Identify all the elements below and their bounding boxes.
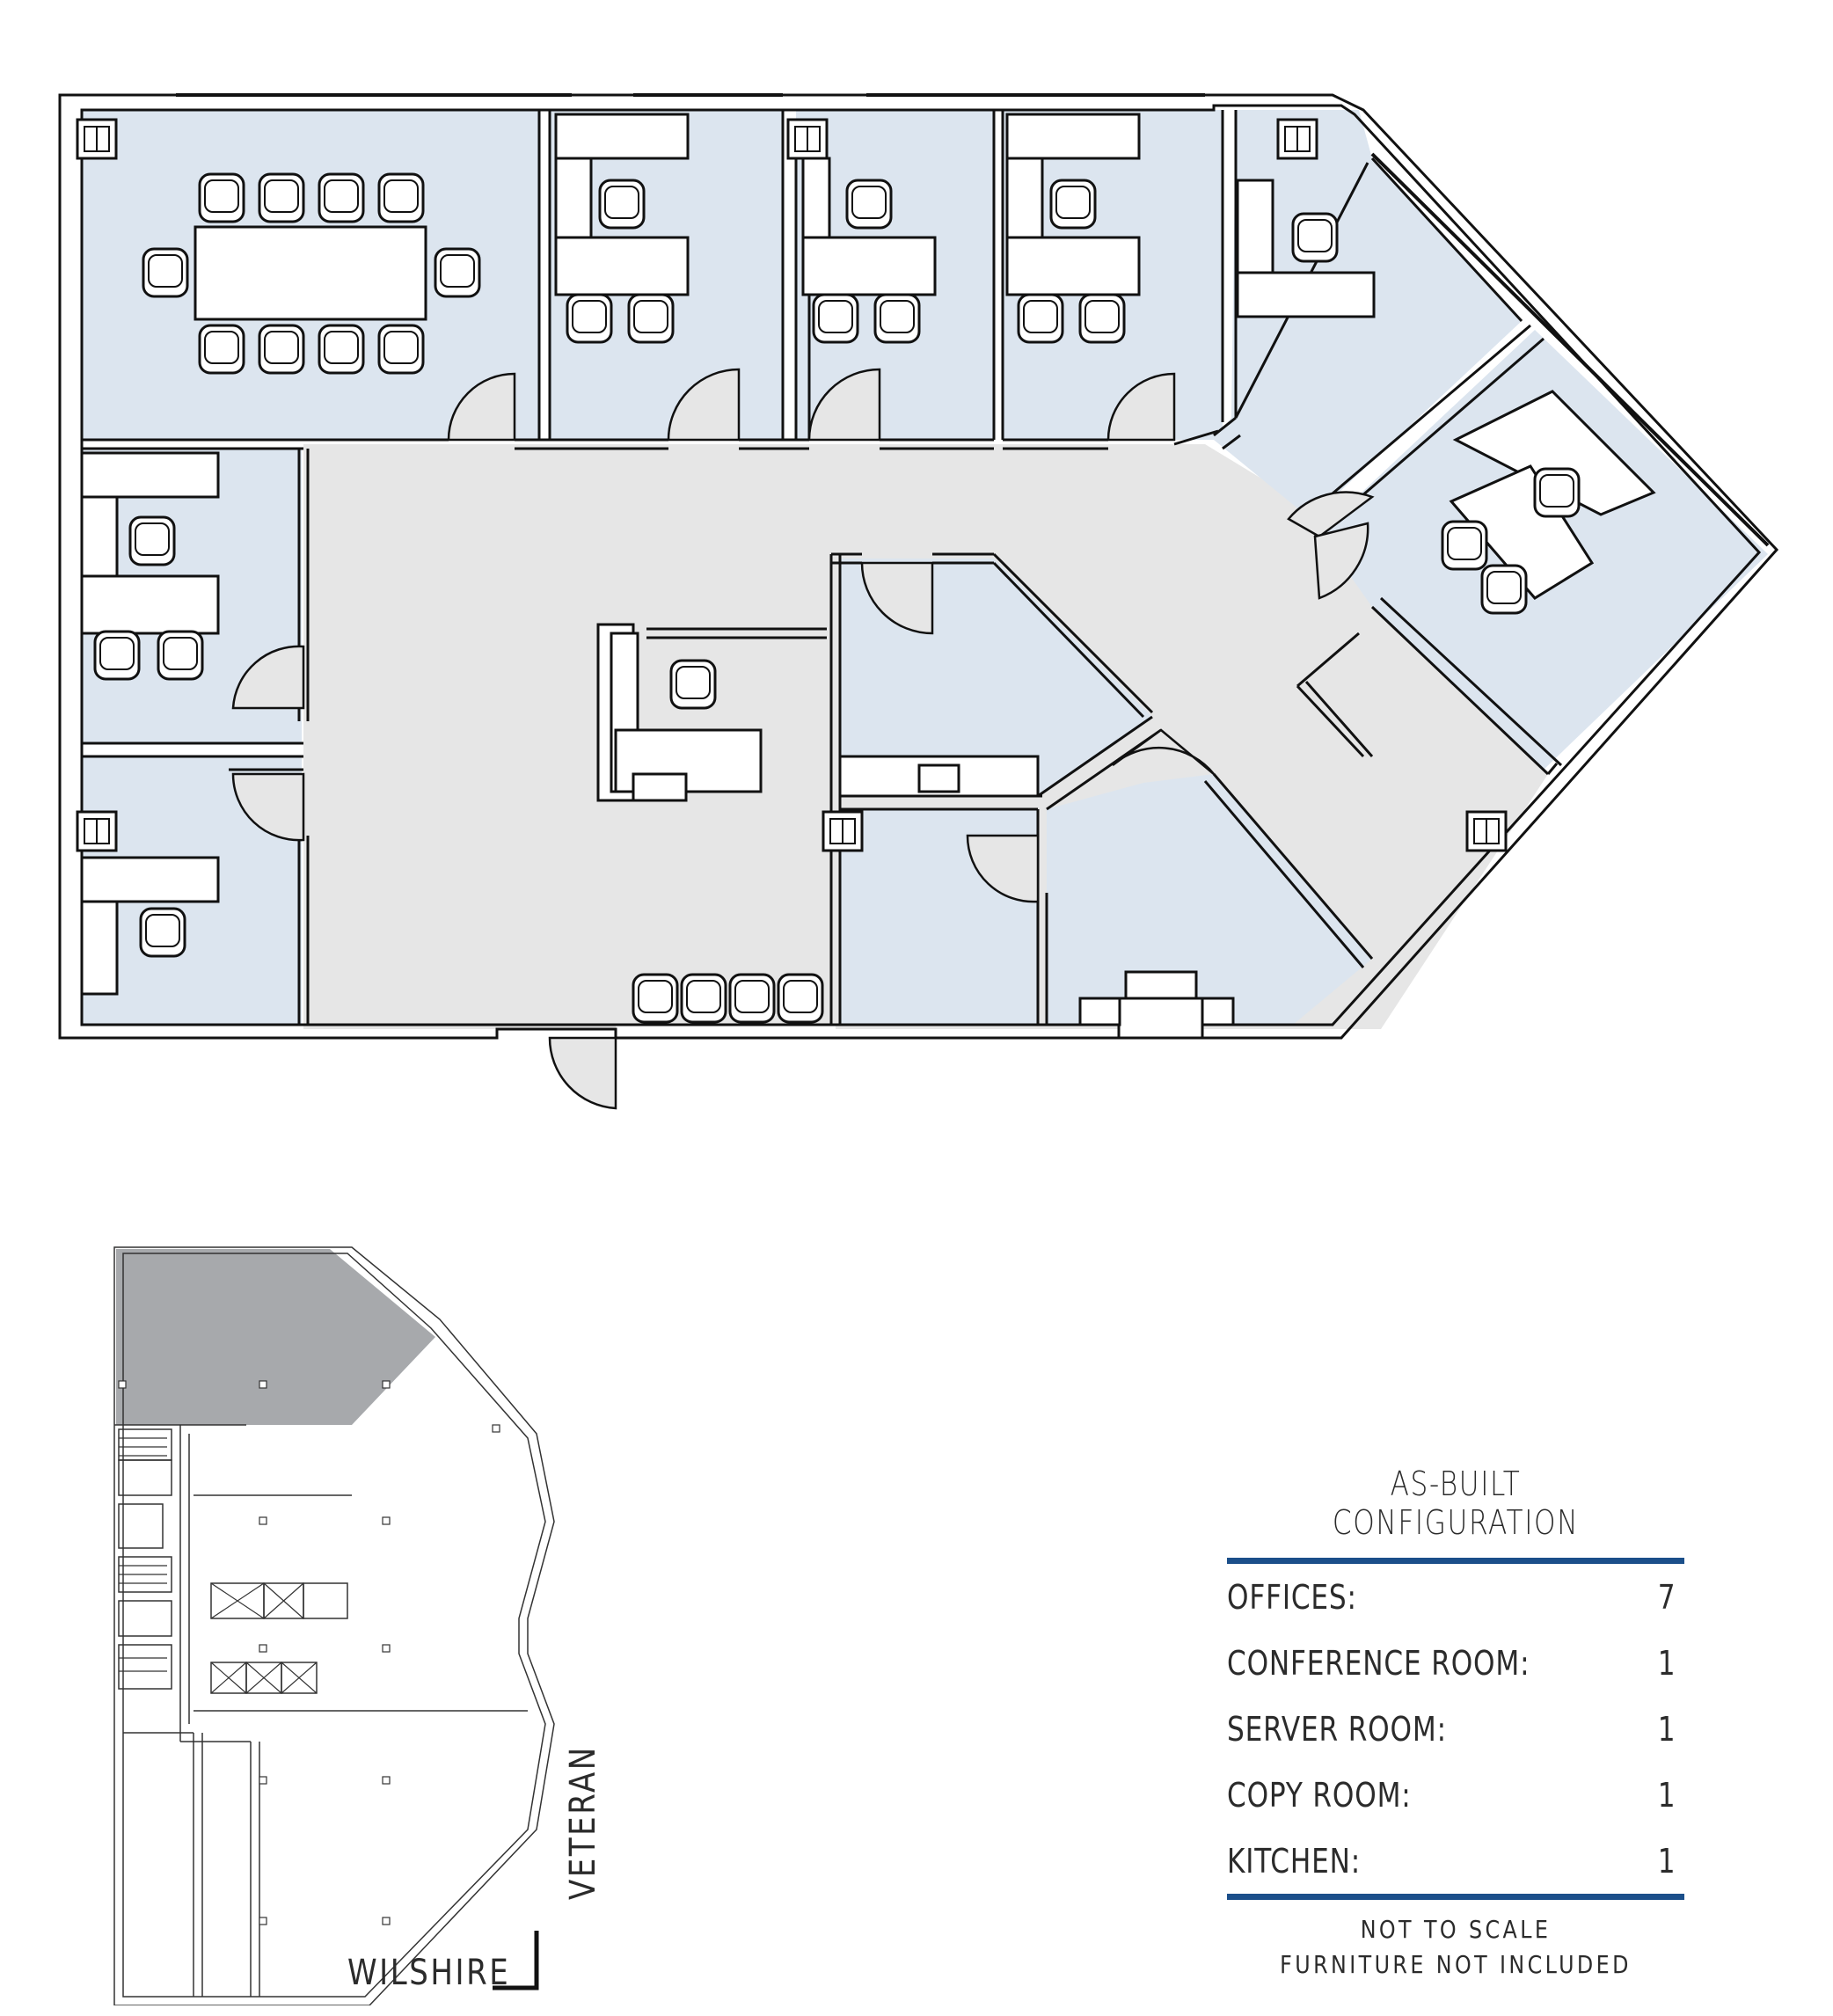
legend-row: OFFICES: 7 [1227, 1564, 1684, 1630]
column-marker [786, 118, 829, 160]
legend-label: CONFERENCE ROOM: [1227, 1643, 1530, 1683]
legend-notes: NOT TO SCALE FURNITURE NOT INCLUDED [1227, 1912, 1684, 1983]
floor-plan [58, 93, 1779, 1110]
note-not-to-scale: NOT TO SCALE [1360, 1915, 1552, 1944]
window-mullions [176, 93, 1770, 547]
legend-bottom-rule [1227, 1894, 1684, 1900]
street-wilshire: WILSHIRE [347, 1953, 511, 1993]
column-marker [1465, 810, 1508, 852]
street-corner-marker [493, 1931, 539, 1990]
conference-furniture [142, 172, 481, 375]
suite-highlight [116, 1249, 435, 1425]
legend-row: CONFERENCE ROOM: 1 [1227, 1630, 1684, 1696]
key-plan [113, 1246, 555, 2005]
legend-value: 1 [1657, 1709, 1676, 1749]
legend-row: COPY ROOM: 1 [1227, 1762, 1684, 1828]
street-veteran: VETERAN [563, 1745, 603, 1900]
column-marker [822, 810, 864, 852]
legend-row: KITCHEN: 1 [1227, 1828, 1684, 1894]
legend-label: SERVER ROOM: [1227, 1709, 1447, 1749]
legend-value: 7 [1657, 1577, 1676, 1617]
legend-label: COPY ROOM: [1227, 1775, 1412, 1815]
note-furniture: FURNITURE NOT INCLUDED [1280, 1950, 1632, 1979]
legend-top-rule [1227, 1558, 1684, 1564]
legend-row: SERVER ROOM: 1 [1227, 1696, 1684, 1762]
legend-label: KITCHEN: [1227, 1841, 1362, 1881]
column-marker [1276, 118, 1318, 160]
door-swings [231, 368, 1375, 1110]
office-furniture [80, 113, 1656, 1040]
column-marker [76, 118, 118, 160]
legend-title: AS-BUILT CONFIGURATION [1332, 1465, 1580, 1542]
legend-value: 1 [1657, 1841, 1676, 1881]
copy-room [1047, 774, 1372, 1025]
legend: AS-BUILT CONFIGURATION OFFICES: 7 CONFER… [1227, 1465, 1684, 1983]
column-marker [76, 810, 118, 852]
legend-value: 1 [1657, 1775, 1676, 1815]
legend-value: 1 [1657, 1643, 1676, 1683]
legend-label: OFFICES: [1227, 1577, 1357, 1617]
